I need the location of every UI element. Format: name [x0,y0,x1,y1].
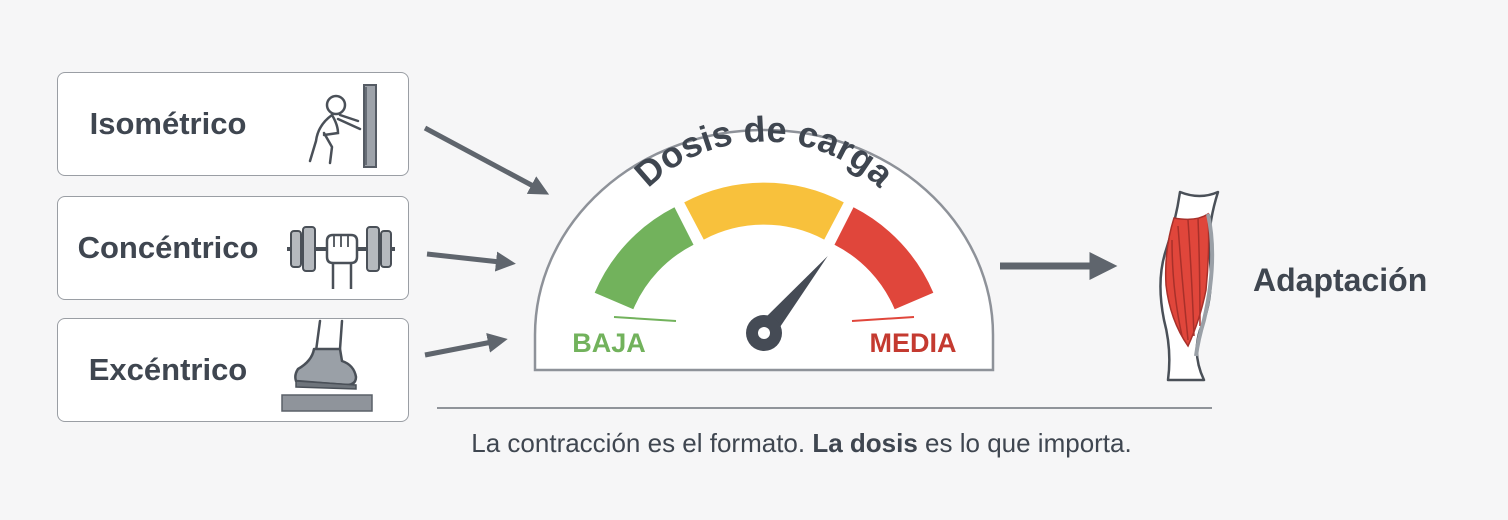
caption-part2: es lo que importa. [917,428,1132,458]
arrow-eccentric [424,332,508,358]
caption-bold: La dosis [812,428,918,458]
gauge-low-label: BAJA [572,328,646,358]
input-label-eccentric: Excéntrico [88,352,248,387]
input-card-concentric: Concéntrico [57,196,409,300]
gauge-zone-low [594,207,695,310]
caption-part1: La contracción es el formato. [471,428,813,458]
person-pushing-wall-icon [308,84,377,168]
gauge-zone-high [833,207,934,310]
arrow-concentric [426,251,516,272]
input-card-eccentric: Excéntrico [57,318,409,422]
input-label-isometric: Isométrico [89,106,247,141]
gauge-zone-mid [684,182,844,240]
hand-dumbbell-icon [287,226,395,289]
caption: La contracción es el formato. La dosis e… [0,428,1508,459]
muscle-icon [1159,190,1220,382]
input-card-isometric: Isométrico [57,72,409,176]
input-label-concentric: Concéntrico [77,230,259,265]
load-gauge: Dosis de carga BAJA MEDIA [533,108,995,372]
arrow-isometric [423,125,550,195]
output-label: Adaptación [1253,262,1428,298]
input-arrows [423,125,550,358]
gauge-high-label: MEDIA [870,328,957,358]
gauge-needle [746,255,828,351]
gauge-body [533,128,995,372]
foot-step-icon [281,319,373,412]
